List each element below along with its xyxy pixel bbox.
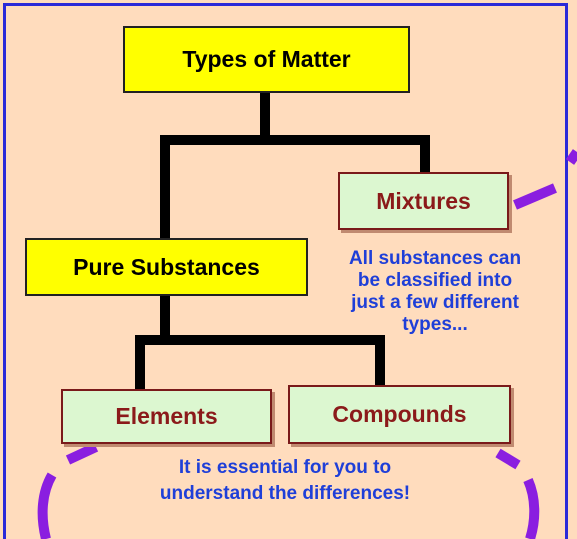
note-classification-line-1: All substances can <box>348 248 522 269</box>
slide-frame <box>3 3 568 539</box>
note-differences-line-1: It is essential for you to <box>178 457 392 478</box>
arc-top-right <box>513 183 557 210</box>
arc-bottom-left-dash <box>65 442 99 465</box>
node-compounds: Compounds <box>288 385 511 444</box>
note-classification-line-4: types... <box>402 314 468 335</box>
note-classification-line-3: just a few different <box>351 292 519 313</box>
arc-top-right-tip <box>565 149 577 165</box>
root-node-types-of-matter: Types of Matter <box>123 26 410 93</box>
node-pure-substances: Pure Substances <box>25 238 308 296</box>
note-classification-line-2: be classified into <box>357 270 513 291</box>
arc-bottom-left <box>37 472 57 539</box>
node-elements: Elements <box>61 389 272 444</box>
node-mixtures: Mixtures <box>338 172 509 230</box>
note-differences-line-2: understand the differences! <box>159 483 411 504</box>
note-differences: It is essential for you to understand th… <box>95 455 475 507</box>
note-classification: All substances can be classified into ju… <box>315 248 555 336</box>
arc-bottom-right-dash <box>495 448 521 470</box>
arc-bottom-right <box>523 477 540 539</box>
